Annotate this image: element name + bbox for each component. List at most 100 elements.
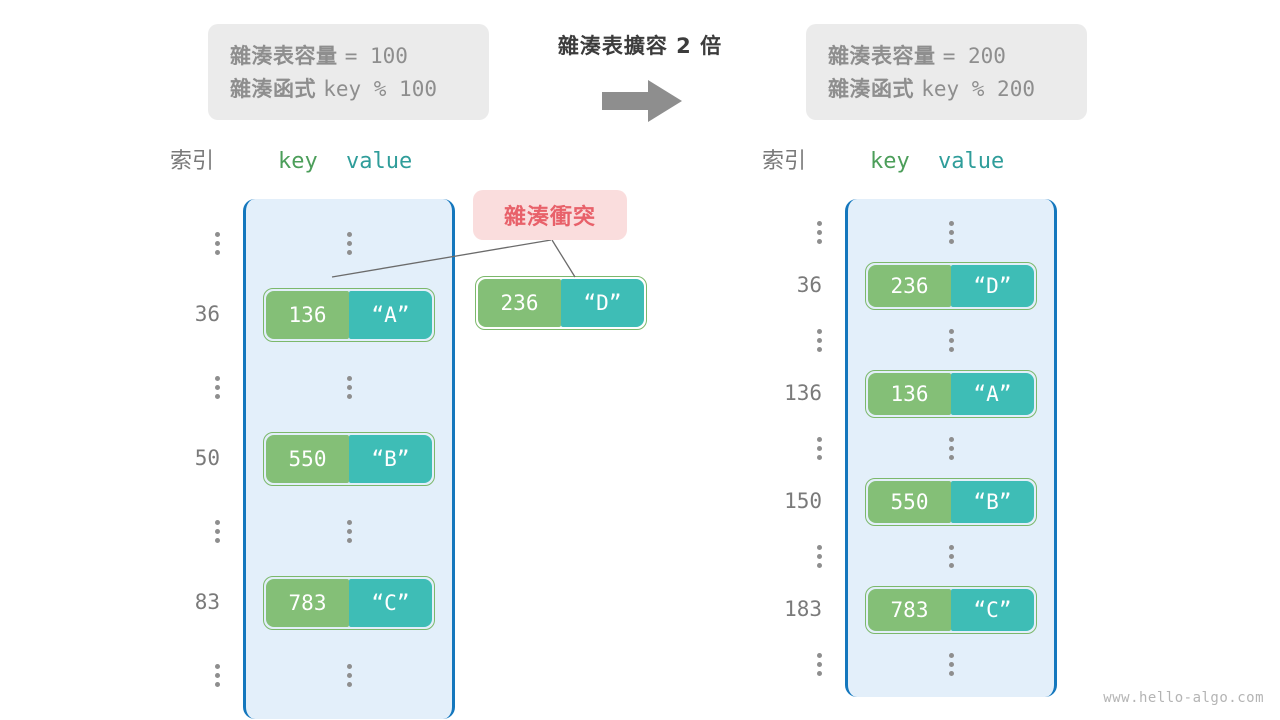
bucket-index: 150 (784, 489, 822, 513)
bucket-entry-row: 783“C” (243, 567, 455, 639)
key-value-pair[interactable]: 783“C” (865, 586, 1037, 634)
entry-value: “D” (951, 265, 1034, 307)
header-value-left: value (346, 149, 413, 174)
vertical-ellipsis-icon (817, 436, 822, 460)
hash-table-info-right: 雜湊表容量 = 200 雜湊函式 key % 200 (806, 24, 1087, 120)
bucket-entry-row: 550“B” (845, 475, 1057, 529)
entry-value: “C” (349, 579, 432, 627)
vertical-ellipsis-icon (948, 436, 954, 460)
bucket-index: 50 (194, 446, 220, 470)
bucket-ellipsis-row (845, 529, 1057, 583)
header-index-right: 索引 (762, 149, 807, 174)
header-key-right: key (870, 149, 910, 174)
capacity-value-left: = 100 (344, 44, 408, 68)
watermark: www.hello-algo.com (1103, 690, 1264, 706)
vertical-ellipsis-icon (215, 663, 220, 687)
function-line-right: 雜湊函式 key % 200 (828, 73, 1065, 106)
vertical-ellipsis-icon (817, 220, 822, 244)
vertical-ellipsis-icon (215, 375, 220, 399)
capacity-line-left: 雜湊表容量 = 100 (230, 40, 467, 73)
bucket-entry-row: 783“C” (845, 583, 1057, 637)
index-ellipsis (150, 663, 220, 687)
entry-value: “C” (951, 589, 1034, 631)
index-ellipsis (150, 231, 220, 255)
bucket-ellipsis-row (845, 637, 1057, 691)
vertical-ellipsis-icon (346, 375, 352, 399)
index-ellipsis (150, 519, 220, 543)
vertical-ellipsis-icon (215, 519, 220, 543)
function-value-right: key % 200 (921, 77, 1035, 101)
bucket-ellipsis-row (845, 205, 1057, 259)
colliding-entry-value: “D” (561, 279, 644, 327)
bucket-entry-row: 550“B” (243, 423, 455, 495)
function-line-left: 雜湊函式 key % 100 (230, 73, 467, 106)
index-ellipsis (752, 328, 822, 352)
column-headers-right: 索引 key value (762, 146, 1052, 178)
vertical-ellipsis-icon (817, 328, 822, 352)
colliding-entry-key: 236 (478, 279, 561, 327)
capacity-line-right: 雜湊表容量 = 200 (828, 40, 1065, 73)
index-ellipsis (752, 220, 822, 244)
index-ellipsis (150, 375, 220, 399)
vertical-ellipsis-icon (948, 328, 954, 352)
function-value-left: key % 100 (323, 77, 437, 101)
bucket-ellipsis-row (243, 495, 455, 567)
bucket-index: 183 (784, 597, 822, 621)
header-key-left: key (278, 149, 318, 174)
transform-label: 雜湊表擴容 2 倍 (557, 34, 723, 58)
index-ellipsis (752, 436, 822, 460)
bucket-ellipsis-row (243, 207, 455, 279)
key-value-pair[interactable]: 136“A” (865, 370, 1037, 418)
bucket-ellipsis-row (243, 639, 455, 711)
vertical-ellipsis-icon (346, 231, 352, 255)
vertical-ellipsis-icon (948, 652, 954, 676)
entry-key: 550 (266, 435, 349, 483)
vertical-ellipsis-icon (948, 544, 954, 568)
bucket-ellipsis-row (243, 351, 455, 423)
key-value-pair[interactable]: 550“B” (263, 432, 435, 486)
bucket-index: 36 (194, 302, 220, 326)
entry-key: 783 (266, 579, 349, 627)
capacity-label-left: 雜湊表容量 (230, 44, 338, 68)
bucket-ellipsis-row (845, 313, 1057, 367)
entry-value: “A” (951, 373, 1034, 415)
vertical-ellipsis-icon (817, 652, 822, 676)
entry-key: 136 (868, 373, 951, 415)
key-value-pair[interactable]: 783“C” (263, 576, 435, 630)
entry-key: 783 (868, 589, 951, 631)
bucket-index: 36 (796, 273, 822, 297)
bucket-entry-row: 136“A” (845, 367, 1057, 421)
entry-key: 136 (266, 291, 349, 339)
capacity-value-right: = 200 (942, 44, 1006, 68)
header-index-left: 索引 (170, 149, 215, 174)
bucket-ellipsis-row (845, 421, 1057, 475)
colliding-entry[interactable]: 236 “D” (475, 276, 647, 330)
function-label-right: 雜湊函式 (828, 77, 914, 101)
vertical-ellipsis-icon (215, 231, 220, 255)
vertical-ellipsis-icon (346, 519, 352, 543)
index-ellipsis (752, 544, 822, 568)
vertical-ellipsis-icon (948, 220, 954, 244)
capacity-label-right: 雜湊表容量 (828, 44, 936, 68)
bucket-entry-row: 136“A” (243, 279, 455, 351)
function-label-left: 雜湊函式 (230, 77, 316, 101)
bucket-index: 136 (784, 381, 822, 405)
entry-key: 550 (868, 481, 951, 523)
key-value-pair[interactable]: 550“B” (865, 478, 1037, 526)
header-value-right: value (938, 149, 1005, 174)
collision-badge: 雜湊衝突 (473, 190, 627, 240)
entry-key: 236 (868, 265, 951, 307)
hash-table-info-left: 雜湊表容量 = 100 雜湊函式 key % 100 (208, 24, 489, 120)
right-arrow-icon (602, 80, 682, 122)
bucket-index: 83 (194, 590, 220, 614)
vertical-ellipsis-icon (346, 663, 352, 687)
entry-value: “A” (349, 291, 432, 339)
entry-value: “B” (951, 481, 1034, 523)
index-ellipsis (752, 652, 822, 676)
entry-value: “B” (349, 435, 432, 483)
key-value-pair[interactable]: 136“A” (263, 288, 435, 342)
column-headers-left: 索引 key value (170, 146, 460, 178)
bucket-entry-row: 236“D” (845, 259, 1057, 313)
key-value-pair[interactable]: 236“D” (865, 262, 1037, 310)
vertical-ellipsis-icon (817, 544, 822, 568)
